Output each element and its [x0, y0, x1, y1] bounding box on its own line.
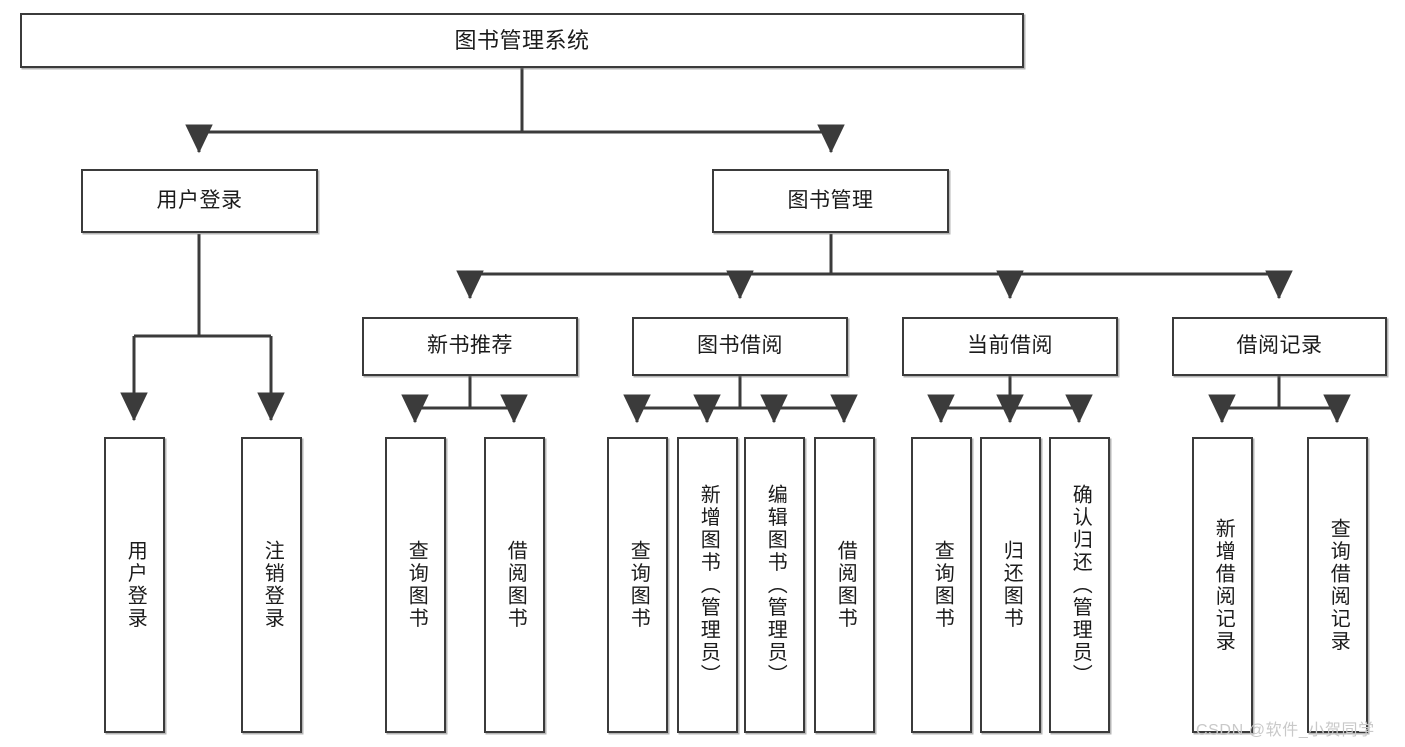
node-label: 查询图书 — [627, 540, 650, 630]
node-label: 借阅图书 — [834, 540, 857, 630]
node-label: 用户登录 — [156, 188, 243, 212]
node-label: 用户登录 — [124, 540, 147, 630]
node-label: 查询图书 — [931, 540, 954, 630]
leaf-query-book-current[interactable]: 查询图书 — [911, 437, 972, 733]
node-label: 图书管理系统 — [454, 27, 590, 53]
leaf-edit-book-admin[interactable]: 编辑图书（管理员） — [744, 437, 805, 733]
node-new-book-recommend[interactable]: 新书推荐 — [362, 317, 578, 376]
leaf-logout[interactable]: 注销登录 — [241, 437, 302, 733]
node-label: 查询借阅记录 — [1327, 517, 1350, 653]
node-book-management[interactable]: 图书管理 — [712, 169, 949, 233]
leaf-user-login[interactable]: 用户登录 — [104, 437, 165, 733]
node-label: 确认归还（管理员） — [1069, 483, 1092, 687]
node-label: 图书管理 — [787, 188, 874, 212]
leaf-query-borrow-record[interactable]: 查询借阅记录 — [1307, 437, 1368, 733]
node-label: 借阅记录 — [1236, 334, 1323, 358]
node-user-login[interactable]: 用户登录 — [81, 169, 318, 233]
connector-group-new-book-recommend — [401, 376, 528, 424]
node-label: 归还图书 — [1000, 540, 1023, 630]
leaf-confirm-return-admin[interactable]: 确认归还（管理员） — [1049, 437, 1110, 733]
node-label: 新书推荐 — [427, 334, 513, 358]
connector-group-current-borrow — [927, 376, 1093, 424]
node-label: 新增借阅记录 — [1212, 517, 1235, 653]
connector-group-book-management — [456, 234, 1293, 300]
node-label: 新增图书（管理员） — [697, 483, 720, 687]
node-label: 借阅图书 — [504, 540, 527, 630]
node-label: 注销登录 — [261, 540, 284, 630]
node-root-system[interactable]: 图书管理系统 — [20, 13, 1024, 68]
leaf-query-book-recommend[interactable]: 查询图书 — [385, 437, 446, 733]
connector-group-root — [185, 68, 845, 154]
node-label: 查询图书 — [405, 540, 428, 630]
leaf-borrow-book-recommend[interactable]: 借阅图书 — [484, 437, 545, 733]
leaf-return-book[interactable]: 归还图书 — [980, 437, 1041, 733]
connector-group-book-borrow — [623, 376, 858, 424]
node-label: 编辑图书（管理员） — [764, 483, 787, 687]
leaf-query-book-borrow[interactable]: 查询图书 — [607, 437, 668, 733]
leaf-add-book-admin[interactable]: 新增图书（管理员） — [677, 437, 738, 733]
node-borrow-record[interactable]: 借阅记录 — [1172, 317, 1387, 376]
node-current-borrow[interactable]: 当前借阅 — [902, 317, 1118, 376]
node-label: 当前借阅 — [967, 334, 1053, 358]
connector-group-user-login — [120, 234, 285, 422]
leaf-add-borrow-record[interactable]: 新增借阅记录 — [1192, 437, 1253, 733]
node-book-borrow[interactable]: 图书借阅 — [632, 317, 848, 376]
leaf-borrow-book[interactable]: 借阅图书 — [814, 437, 875, 733]
connector-group-borrow-record — [1208, 376, 1351, 424]
node-label: 图书借阅 — [697, 334, 783, 358]
